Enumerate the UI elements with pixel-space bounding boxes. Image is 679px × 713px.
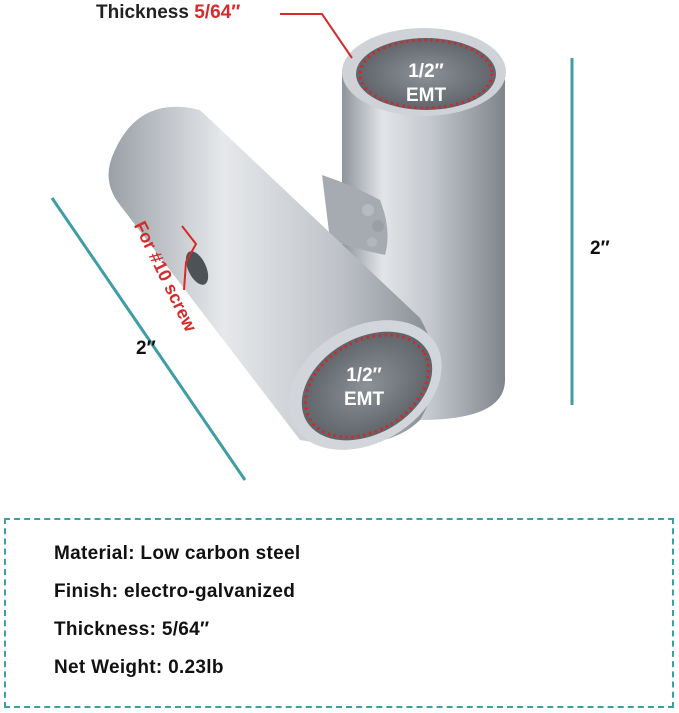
spec-material: Material: Low carbon steel <box>54 543 301 564</box>
top-bore-type: EMT <box>405 85 447 106</box>
height-dimension-label: 2″ <box>590 238 610 259</box>
product-illustration <box>50 13 574 481</box>
length-dimension-line <box>50 197 247 481</box>
thickness-callout-word: Thickness <box>96 2 189 23</box>
bottom-bore-size: 1/2″ <box>346 365 382 386</box>
thickness-leader-line <box>280 13 353 59</box>
screw-leader-line <box>181 225 198 291</box>
spec-finish: Finish: electro-galvanized <box>54 581 296 602</box>
bottom-bore-dotted-outline <box>304 333 430 439</box>
weld-seam <box>322 175 388 255</box>
top-bore-dotted-outline <box>358 38 494 110</box>
spec-box <box>4 518 674 708</box>
top-bore-label: 1/2″ EMT <box>391 60 461 108</box>
top-bore-size: 1/2″ <box>408 61 444 82</box>
bottom-bore-label: 1/2″ EMT <box>329 364 399 412</box>
length-dimension-label: 2″ <box>136 338 156 359</box>
spec-weight: Net Weight: 0.23lb <box>54 657 224 678</box>
thickness-callout: Thickness 5/64″ <box>96 2 240 24</box>
spec-thickness: Thickness: 5/64″ <box>54 619 210 640</box>
thickness-callout-value: 5/64″ <box>194 2 241 23</box>
bottom-bore-type: EMT <box>343 389 385 410</box>
horizontal-tube <box>108 106 442 450</box>
screw-hole <box>185 251 209 285</box>
